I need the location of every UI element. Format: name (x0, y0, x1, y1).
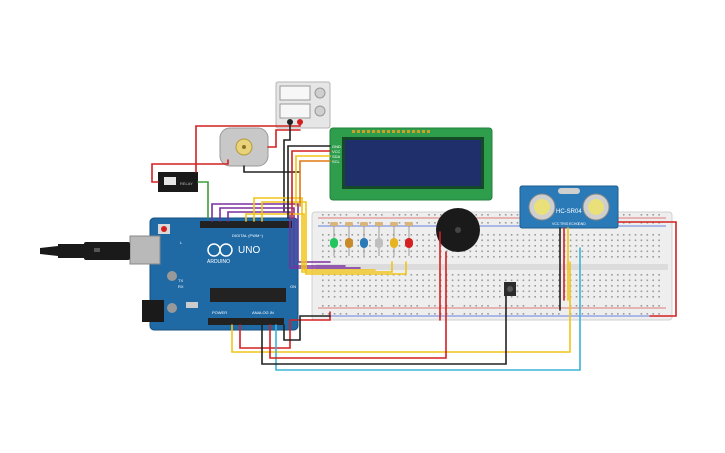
lcd-pin-scl: SCL (332, 159, 341, 164)
led-3[interactable] (360, 222, 368, 256)
relay-module[interactable]: RELAY (158, 172, 198, 192)
arduino-logo-icon (207, 243, 233, 257)
wire-red (617, 221, 677, 317)
wire-purple (219, 207, 346, 267)
wire-black (283, 315, 331, 341)
wire-blue (275, 247, 581, 371)
sensor-pin-gnd: GND (578, 222, 586, 226)
sensor-pin-trig: TRIG (560, 222, 569, 226)
wire-green (197, 181, 209, 219)
power-label: POWER (212, 310, 227, 315)
led-5[interactable] (390, 222, 398, 256)
resistor (330, 222, 338, 226)
lcd-screen (345, 140, 481, 186)
rx-label: RX (178, 284, 184, 289)
analog-label: ANALOG IN (252, 310, 274, 315)
wire-red (291, 150, 331, 219)
lcd-pin-gnd: GND (332, 144, 341, 149)
push-button[interactable] (504, 282, 516, 296)
resistor (405, 222, 413, 226)
piezo-buzzer[interactable] (436, 208, 480, 252)
lcd-pin-vcc: VCC (332, 149, 341, 154)
wire-purple (211, 203, 331, 263)
led-array (330, 222, 413, 256)
wire-black (243, 165, 301, 173)
resistor (360, 222, 368, 226)
wire-yellow (295, 155, 331, 207)
led-body (405, 238, 413, 248)
led-body (390, 238, 398, 248)
led-4[interactable] (375, 222, 383, 256)
breadboard[interactable] (311, 211, 673, 321)
wires (151, 121, 677, 371)
led-body (345, 238, 353, 248)
wire-red (269, 251, 447, 359)
wire-yellow (245, 213, 376, 271)
wire-black (261, 295, 507, 365)
arduino-uno-board[interactable]: UNO ARDUINO DIGITAL (PWM~) POWER ANALOG … (129, 217, 299, 331)
led-1[interactable] (330, 222, 338, 256)
on-label: ON (290, 284, 296, 289)
digital-label: DIGITAL (PWM~) (232, 233, 264, 238)
resistor (345, 222, 353, 226)
sensor-pin-echo: ECHO (569, 222, 579, 226)
wire-red (151, 159, 229, 183)
led-body (375, 238, 383, 248)
analog-power-header (208, 318, 284, 325)
resistor (375, 222, 383, 226)
dual-slide-module[interactable] (275, 81, 331, 129)
wire-yellow (231, 261, 571, 353)
sensor-model: HC-SR04 (556, 209, 582, 215)
led-body (330, 238, 338, 248)
wire-red (239, 311, 331, 349)
digital-header (200, 221, 292, 228)
led-6[interactable] (405, 222, 413, 256)
power-jack (142, 300, 164, 322)
l-label: L (180, 240, 183, 245)
usb-cable[interactable] (40, 242, 130, 260)
wire-yellow (261, 201, 407, 275)
atmega-chip (210, 288, 286, 302)
board-brand: ARDUINO (207, 259, 230, 265)
lcd-pin-sda: SDA (332, 154, 341, 159)
board-model: UNO (238, 245, 260, 256)
wire-orange (299, 160, 331, 207)
wire-black (287, 145, 331, 219)
led-2[interactable] (345, 222, 353, 256)
tx-label: TX (178, 278, 183, 283)
wire-red (195, 121, 301, 173)
ultrasonic-sensor[interactable]: HC-SR04 VCC TRIG ECHO GND (519, 185, 619, 229)
wire-purple (227, 211, 361, 269)
led-body (360, 238, 368, 248)
wire-red (267, 129, 301, 148)
resistor (390, 222, 398, 226)
sensor-pin-vcc: VCC (552, 222, 560, 226)
usb-port (129, 235, 161, 265)
lcd-display[interactable]: GND VCC SDA SCL (329, 127, 493, 201)
relay-label: RELAY (180, 181, 193, 186)
wire-black (283, 121, 291, 213)
wire-yellow (253, 197, 393, 273)
